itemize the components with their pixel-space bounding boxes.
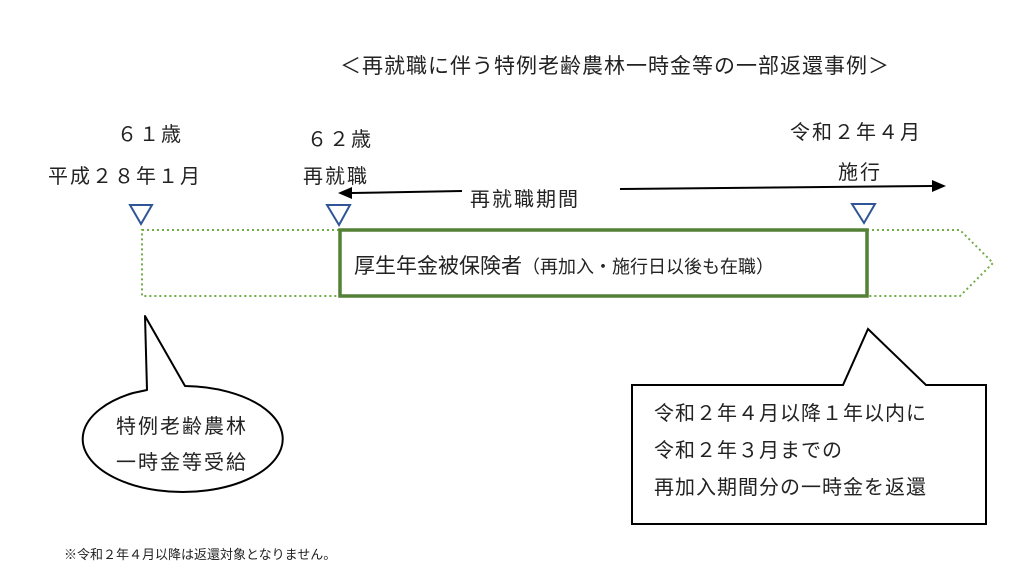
insured-period-note: （再加入・施行日以後も在職） bbox=[522, 257, 774, 278]
reemploy-age-label: ６２歳 bbox=[307, 127, 373, 151]
enforce-event-label: 施行 bbox=[838, 160, 882, 184]
insured-period-box bbox=[338, 228, 869, 298]
period-arrow-left bbox=[351, 190, 463, 194]
footnote: ※令和２年４月以降は返還対象となりません。 bbox=[64, 548, 337, 563]
period-arrow-right bbox=[619, 185, 933, 190]
start-date-label: 平成２８年１月 bbox=[48, 164, 202, 188]
start-age-label: ６１歳 bbox=[117, 122, 183, 146]
period-arrow-left-head-icon bbox=[338, 187, 352, 199]
period-label: 再就職期間 bbox=[470, 187, 580, 211]
page-title: ＜再就職に伴う特例老齢農林一時金等の一部返還事例＞ bbox=[340, 54, 890, 78]
callout-line: 令和２年３月までの bbox=[654, 438, 843, 462]
callout-line: 再加入期間分の一時金を返還 bbox=[654, 475, 927, 499]
period-arrow-right-head-icon bbox=[932, 180, 946, 192]
enforce-marker-icon bbox=[850, 203, 877, 225]
callout-text: 令和２年４月以降１年以内に 令和２年３月までの 再加入期間分の一時金を返還 bbox=[654, 395, 927, 506]
start-marker-icon bbox=[128, 204, 154, 226]
callout-line: 令和２年４月以降１年以内に bbox=[654, 401, 927, 425]
bubble-line: 一時金等受給 bbox=[116, 450, 248, 474]
bubble-text: 特例老齢農林 一時金等受給 bbox=[82, 408, 282, 480]
insured-period-main: 厚生年金被保険者 bbox=[354, 254, 522, 278]
speech-bubble bbox=[81, 315, 284, 493]
callout-box bbox=[631, 327, 987, 525]
reemploy-marker-icon bbox=[325, 204, 352, 228]
reemploy-event-label: 再就職 bbox=[303, 164, 369, 188]
enforce-date-label: 令和２年４月 bbox=[790, 120, 922, 144]
insured-period-label: 厚生年金被保険者（再加入・施行日以後も在職） bbox=[354, 250, 774, 280]
bubble-line: 特例老齢農林 bbox=[116, 414, 248, 438]
